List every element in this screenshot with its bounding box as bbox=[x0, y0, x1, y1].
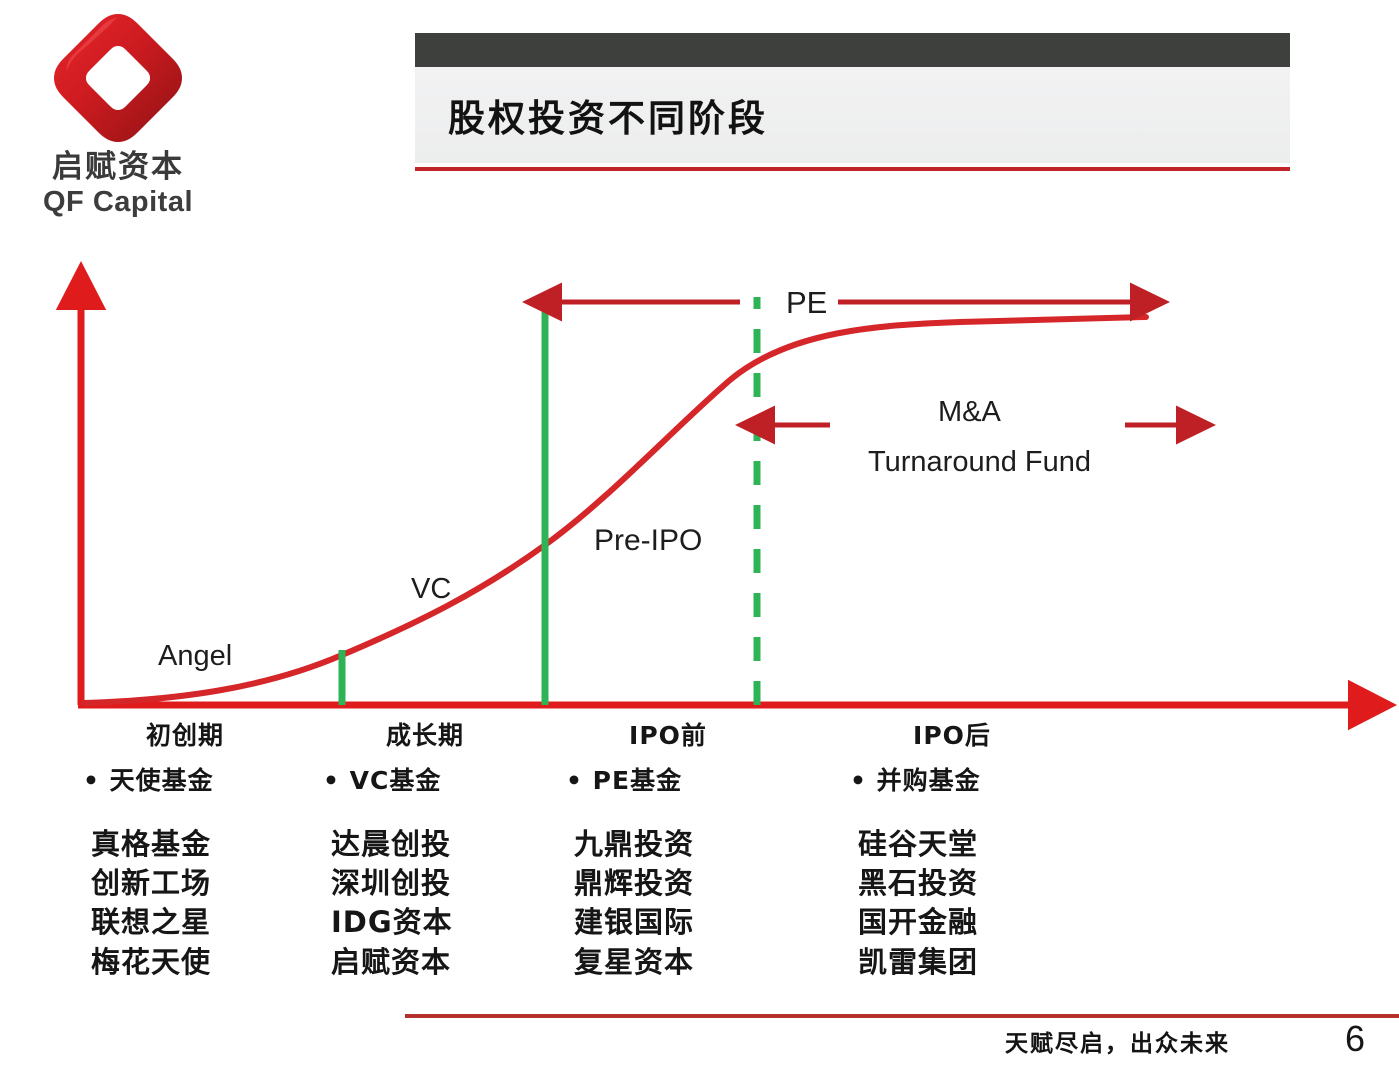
slide-header: 股权投资不同阶段 bbox=[415, 33, 1290, 171]
chart-annotation-pe: PE bbox=[786, 285, 828, 320]
stage-firm-list: 真格基金 创新工场 联想之星 梅花天使 bbox=[65, 825, 305, 983]
firm-item: IDG资本 bbox=[331, 905, 453, 940]
diamond-ring-logo-icon bbox=[54, 14, 182, 142]
firm-item: 硅谷天堂 bbox=[858, 826, 979, 861]
stage-firm-list: 九鼎投资 鼎辉投资 建银国际 复星资本 bbox=[548, 825, 788, 983]
firm-item: 国开金融 bbox=[858, 905, 979, 940]
chart-annotation-ma: M&A bbox=[938, 396, 1001, 428]
page-title: 股权投资不同阶段 bbox=[448, 96, 768, 140]
stage-firm-list: 硅谷天堂 黑石投资 国开金融 凯雷集团 bbox=[832, 825, 1072, 983]
firm-item: 达晨创投 bbox=[331, 826, 452, 861]
firm-item: 启赋资本 bbox=[331, 944, 452, 979]
firm-item: 复星资本 bbox=[574, 944, 695, 979]
page-number: 6 bbox=[1345, 1018, 1366, 1059]
chart-annotation-turnaround-fund: Turnaround Fund bbox=[868, 446, 1092, 478]
stage-column-seed: 初创期 • 天使基金 真格基金 创新工场 联想之星 梅花天使 bbox=[65, 720, 305, 982]
stage-column-post-ipo: IPO后 • 并购基金 硅谷天堂 黑石投资 国开金融 凯雷集团 bbox=[832, 720, 1072, 982]
firm-item: 创新工场 bbox=[91, 865, 212, 900]
stage-column-pre-ipo: IPO前 • PE基金 九鼎投资 鼎辉投资 建银国际 复星资本 bbox=[548, 720, 788, 982]
chart-annotation-pre-ipo: Pre-IPO bbox=[594, 524, 703, 557]
chart-annotation-vc: VC bbox=[411, 573, 452, 605]
stage-bullet: • PE基金 bbox=[566, 766, 683, 796]
stage-title: IPO后 bbox=[913, 721, 991, 750]
firm-item: 黑石投资 bbox=[858, 865, 979, 900]
valuation-curve bbox=[81, 314, 1149, 706]
footer-red-rule bbox=[405, 1014, 1399, 1018]
brand-logo-block: 启赋资本 QF Capital bbox=[18, 8, 218, 219]
firm-item: 鼎辉投资 bbox=[574, 865, 695, 900]
firm-item: 建银国际 bbox=[574, 905, 695, 940]
stage-bullet: • 并购基金 bbox=[850, 766, 981, 796]
chart-annotation-angel: Angel bbox=[158, 640, 233, 672]
stage-column-growth: 成长期 • VC基金 达晨创投 深圳创投 IDG资本 启赋资本 bbox=[305, 720, 545, 982]
firm-item: 真格基金 bbox=[91, 826, 212, 861]
header-panel: 股权投资不同阶段 bbox=[415, 67, 1290, 163]
brand-name-en: QF Capital bbox=[42, 185, 193, 218]
firm-item: 深圳创投 bbox=[331, 865, 452, 900]
firm-item: 九鼎投资 bbox=[574, 826, 695, 861]
stage-title: 初创期 bbox=[145, 721, 224, 750]
stage-title: IPO前 bbox=[629, 721, 707, 750]
firm-item: 梅花天使 bbox=[91, 944, 212, 979]
firm-item: 凯雷集团 bbox=[858, 944, 979, 979]
stage-title: 成长期 bbox=[385, 721, 464, 750]
header-red-rule bbox=[415, 167, 1290, 171]
header-top-bar bbox=[415, 33, 1290, 67]
stage-firm-list: 达晨创投 深圳创投 IDG资本 启赋资本 bbox=[305, 825, 545, 983]
firm-item: 联想之星 bbox=[91, 905, 212, 940]
stage-bullet: • VC基金 bbox=[323, 766, 442, 796]
stage-bullet: • 天使基金 bbox=[83, 766, 214, 796]
footer-slogan: 天赋尽启，出众未来 bbox=[1005, 1030, 1230, 1057]
chart-axes bbox=[55, 261, 1397, 731]
brand-name-cn: 启赋资本 bbox=[52, 149, 184, 185]
